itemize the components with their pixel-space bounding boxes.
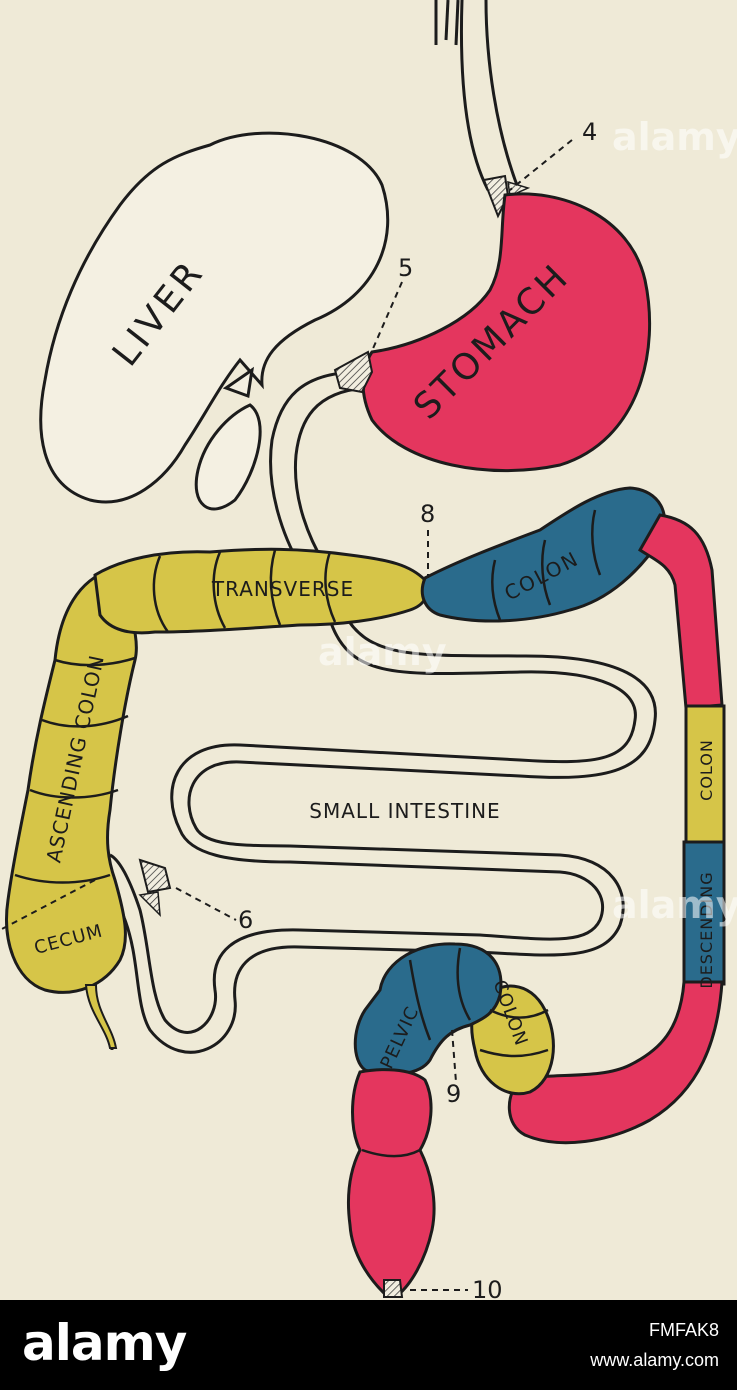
watermark-top-right: alamy [612, 115, 737, 159]
small-intestine-label: SMALL INTESTINE [309, 799, 500, 823]
callout-10: 10 [472, 1276, 503, 1300]
callout-6: 6 [238, 906, 253, 934]
callout-lines [0, 139, 573, 1291]
watermarks: alamy alamy alamy [318, 115, 737, 927]
liver-shape [39, 131, 390, 504]
watermark-right: alamy [612, 883, 737, 927]
descending-label: DESCENDING [697, 871, 716, 988]
footer-url[interactable]: www.alamy.com [590, 1350, 719, 1370]
rectum-shape [346, 1068, 436, 1297]
small-intestine [99, 614, 657, 1054]
stomach-shape [361, 192, 652, 473]
liver-notch [222, 366, 255, 399]
rectum-divider [361, 1148, 421, 1158]
descending-colon-red-top [638, 513, 724, 710]
callout-5: 5 [398, 254, 413, 282]
sphincter-cardiac-right [507, 180, 531, 198]
ascending-colon-shape [5, 568, 138, 994]
colon-descending-label: COLON [697, 739, 716, 801]
pelvic-colon-yellow [470, 984, 555, 1096]
anal-sphincter [383, 1279, 404, 1298]
appendix-fill [84, 984, 118, 1049]
callout-8: 8 [420, 500, 435, 528]
alamy-logo: alamy [22, 1314, 187, 1372]
callout-9: 9 [446, 1080, 461, 1108]
watermark-center: alamy [318, 630, 447, 674]
transverse-label: TRANSVERSE [211, 577, 354, 601]
blue-haustra [491, 509, 602, 621]
gallbladder [194, 403, 262, 511]
esophagus [434, 0, 520, 191]
ileocecal-sphincter-lower [138, 891, 161, 917]
ileocecal-sphincter [138, 858, 172, 894]
duodenum [269, 370, 366, 566]
image-id: FMFAK8 [648, 1320, 719, 1340]
diagram-stage: LIVER STOMACH TRANSVERSE COLON ASCENDING… [0, 0, 737, 1304]
pyloric-sphincter [333, 350, 374, 394]
footer-bar: alamy FMFAK8 www.alamy.com [0, 1300, 737, 1390]
descending-colon-red-bottom [507, 980, 724, 1145]
ascending-haustra [14, 656, 136, 884]
descending-colon-blue [682, 840, 726, 986]
transverse-haustra [152, 549, 337, 633]
digestive-tract-diagram: LIVER STOMACH TRANSVERSE COLON ASCENDING… [0, 0, 737, 1304]
callout-4: 4 [582, 118, 597, 146]
pelvic-haustra [408, 947, 549, 1058]
